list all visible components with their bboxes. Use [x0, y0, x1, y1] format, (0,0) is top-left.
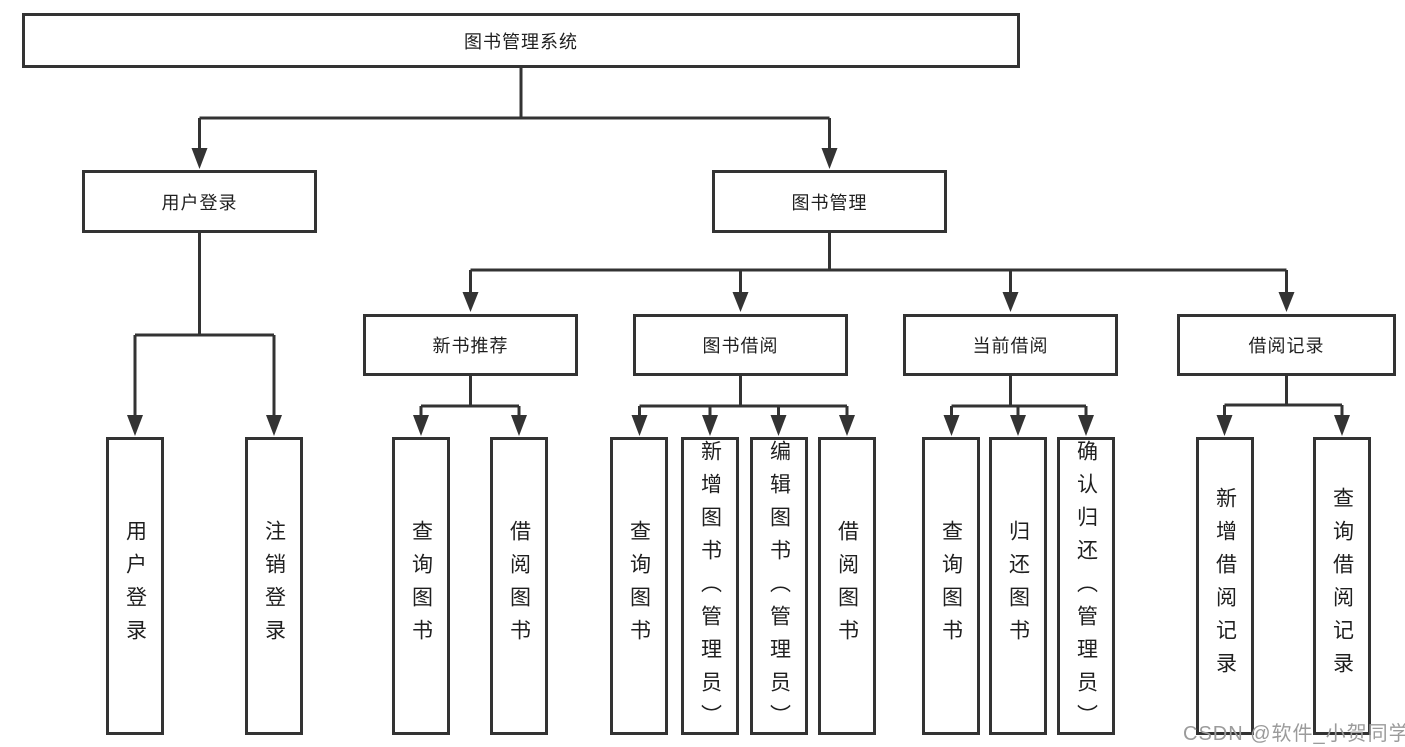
connector-records-children: [1223, 376, 1344, 419]
connector-root-to-l2: [198, 68, 831, 151]
node-book-management: 图书管理: [712, 170, 947, 233]
node-borrow-records: 借阅记录: [1177, 314, 1396, 376]
leaf-logout: 注销登录: [245, 437, 303, 735]
leaf-bb-query-books: 查询图书: [610, 437, 668, 735]
leaf-nb-query-books: 查询图书: [392, 437, 450, 735]
csdn-watermark: CSDN @软件_小贺同学: [1183, 723, 1405, 745]
node-user-login: 用户登录: [82, 170, 317, 233]
leaf-bb-edit-books-admin: 编辑图书（管理员）: [750, 437, 808, 737]
node-book-borrow: 图书借阅: [633, 314, 848, 376]
connector-book-borrow-children: [638, 376, 849, 419]
node-root: 图书管理系统: [22, 13, 1020, 68]
node-current-borrow: 当前借阅: [903, 314, 1118, 376]
connector-current-borrow-children: [950, 376, 1088, 419]
leaf-user-login: 用户登录: [106, 437, 164, 735]
arrowheads-book-borrow-children: [631, 415, 855, 436]
leaf-cb-confirm-return-admin: 确认归还（管理员）: [1057, 437, 1115, 737]
node-new-book-recommend: 新书推荐: [363, 314, 578, 376]
leaf-bb-borrow-books: 借阅图书: [818, 437, 876, 735]
arrowheads-l3: [462, 292, 1295, 312]
connector-new-book-children: [419, 376, 521, 419]
leaf-nb-borrow-books: 借阅图书: [490, 437, 548, 735]
leaf-rec-add-record: 新增借阅记录: [1196, 437, 1254, 735]
leaf-cb-query-books: 查询图书: [922, 437, 980, 735]
arrowheads-current-borrow-children: [943, 415, 1094, 436]
leaf-rec-query-record: 查询借阅记录: [1313, 437, 1371, 735]
arrowheads-new-book-children: [413, 415, 527, 436]
arrowheads-l2: [191, 148, 838, 169]
arrowheads-user-login-children: [127, 415, 282, 436]
leaf-bb-add-books-admin: 新增图书（管理员）: [681, 437, 739, 737]
connector-user-login-children: [133, 233, 276, 419]
connector-book-mgmt-to-l3: [469, 233, 1288, 296]
leaf-cb-return-books: 归还图书: [989, 437, 1047, 735]
arrowheads-records-children: [1216, 415, 1350, 436]
